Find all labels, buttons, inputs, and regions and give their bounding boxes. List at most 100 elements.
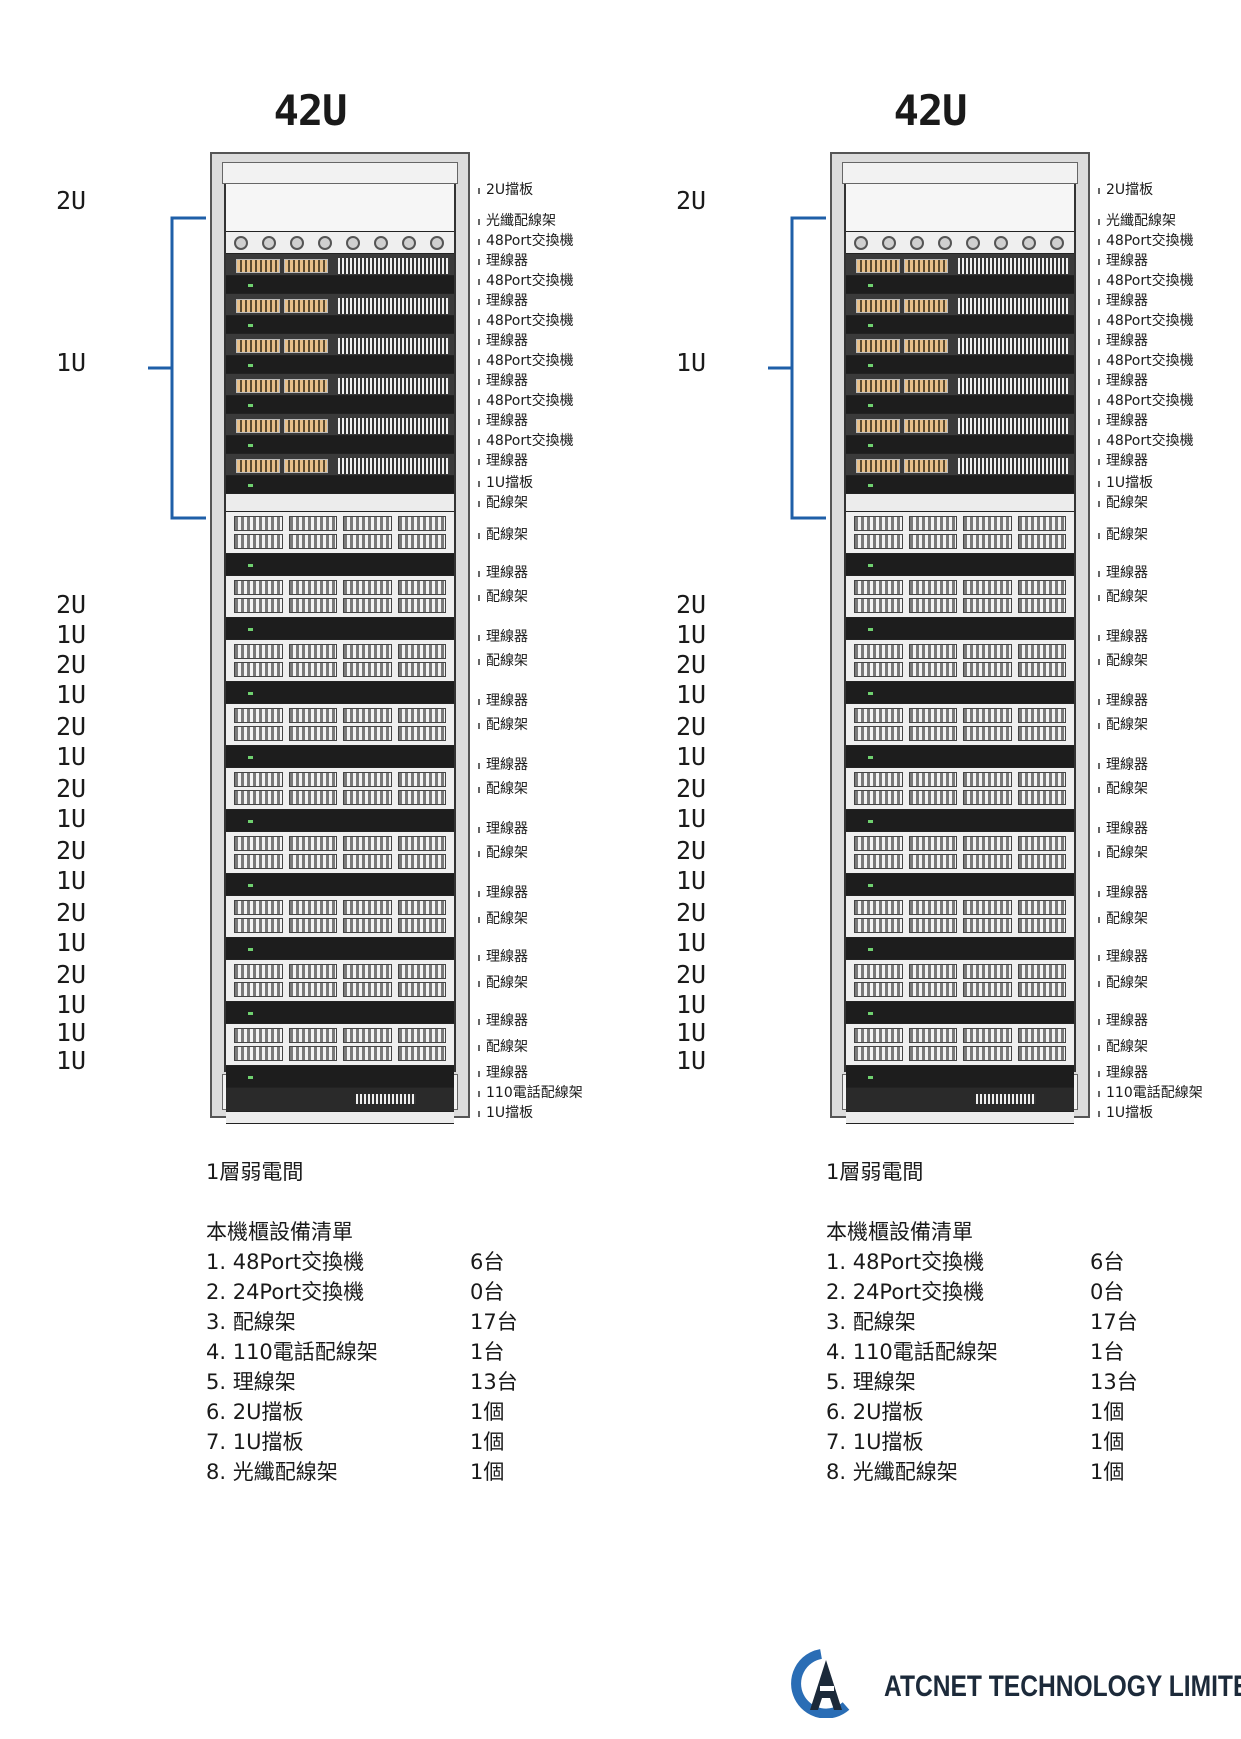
label-tick (1098, 188, 1100, 194)
port-block (854, 772, 903, 787)
label-tick (1098, 481, 1100, 487)
rack-unit-cable (226, 810, 454, 832)
port-block (397, 772, 446, 787)
fiber-port-icon (262, 236, 276, 250)
port-block (288, 854, 337, 869)
equipment-item-name: 5. 理線架 (826, 1370, 916, 1394)
rack-unit-cable (846, 276, 1074, 294)
label-tick (1098, 439, 1100, 445)
label-tick (478, 981, 480, 987)
label-tick (478, 533, 480, 539)
rack-unit-patch (846, 960, 1074, 1002)
switch-ports (236, 419, 280, 433)
label-tick (478, 723, 480, 729)
rack-item-label: 配線架 (1106, 781, 1148, 797)
port-block (908, 918, 957, 933)
port-block (234, 708, 283, 723)
rack-unit-blank1 (226, 494, 454, 512)
rack-item-label: 配線架 (486, 653, 528, 669)
rack-item-label: 2U擋板 (1106, 182, 1154, 198)
rack-unit-blank1 (226, 1112, 454, 1124)
status-led-icon (868, 756, 873, 759)
port-block (397, 662, 446, 677)
patch-ports (854, 1046, 1066, 1061)
rack-unit-patch (846, 640, 1074, 682)
status-led-icon (868, 1076, 873, 1079)
switch-ports (904, 419, 948, 433)
patch-ports (854, 516, 1066, 531)
rack-item-label: 理線器 (1106, 293, 1148, 309)
rack-item-label: 配線架 (1106, 1039, 1148, 1055)
switch-ports (904, 339, 948, 353)
unit-size-label: 2U (56, 650, 87, 679)
rack-unit-patch (226, 832, 454, 874)
rack-item-label: 理線器 (486, 565, 528, 581)
port-block (963, 790, 1012, 805)
rack-unit-cable (846, 396, 1074, 414)
port-block (288, 918, 337, 933)
rack-item-label: 配線架 (1106, 495, 1148, 511)
fiber-port-icon (374, 236, 388, 250)
rack-item-label: 理線器 (1106, 253, 1148, 269)
rack-unit-fiber (226, 232, 454, 254)
port-block (343, 598, 392, 613)
port-block (234, 644, 283, 659)
rack-item-label: 理線器 (486, 373, 528, 389)
label-tick (478, 571, 480, 577)
rack-unit-switch (846, 254, 1074, 276)
rack-unit-cable (846, 938, 1074, 960)
label-tick (478, 259, 480, 265)
rack-item-label: 1U擋板 (486, 475, 534, 491)
port-block (397, 708, 446, 723)
equipment-item-name: 3. 配線架 (826, 1310, 916, 1334)
atcnet-logo-icon (791, 1649, 850, 1718)
rack-unit-cable (226, 746, 454, 768)
rack-item-label: 48Port交換機 (1106, 233, 1194, 249)
port-block (234, 964, 283, 979)
unit-size-label: 2U (56, 774, 87, 803)
rack-item-label: 48Port交換機 (1106, 433, 1194, 449)
rack-unit-cable (846, 810, 1074, 832)
rack-item-label: 配線架 (1106, 717, 1148, 733)
port-block (234, 900, 283, 915)
unit-size-label: 1U (676, 742, 707, 771)
room-label: 1層弱電間 (206, 1160, 304, 1184)
rack-unit-cable (226, 1002, 454, 1024)
switch-ports (856, 419, 900, 433)
status-led-icon (868, 628, 873, 631)
rack-unit-cable (846, 436, 1074, 454)
fiber-port-icon (966, 236, 980, 250)
rack-unit-patch (846, 1024, 1074, 1066)
fiber-port-icon (1022, 236, 1036, 250)
unit-size-label: 2U (56, 590, 87, 619)
port-block (288, 662, 337, 677)
equipment-item-qty: 1個 (470, 1460, 505, 1484)
patch-ports (854, 598, 1066, 613)
port-block (288, 726, 337, 741)
port-block (908, 708, 957, 723)
port-block (963, 644, 1012, 659)
port-block (343, 772, 392, 787)
status-led-icon (868, 364, 873, 367)
rack-item-label: 理線器 (486, 253, 528, 269)
status-led-icon (868, 564, 873, 567)
port-block (343, 534, 392, 549)
label-tick (1098, 699, 1100, 705)
port-block (854, 644, 903, 659)
port-block (343, 790, 392, 805)
port-block (1017, 580, 1066, 595)
rack-item-label: 理線器 (486, 693, 528, 709)
port-block (963, 854, 1012, 869)
port-block (288, 580, 337, 595)
port-block (1017, 918, 1066, 933)
label-tick (1098, 723, 1100, 729)
port-block (1017, 790, 1066, 805)
label-tick (1098, 1019, 1100, 1025)
port-block (908, 580, 957, 595)
rack-item-label: 理線器 (486, 885, 528, 901)
rack-item-label: 48Port交換機 (486, 393, 574, 409)
rack-item-label: 理線器 (1106, 821, 1148, 837)
status-led-icon (248, 820, 253, 823)
rack-item-label: 48Port交換機 (1106, 393, 1194, 409)
port-block (288, 982, 337, 997)
